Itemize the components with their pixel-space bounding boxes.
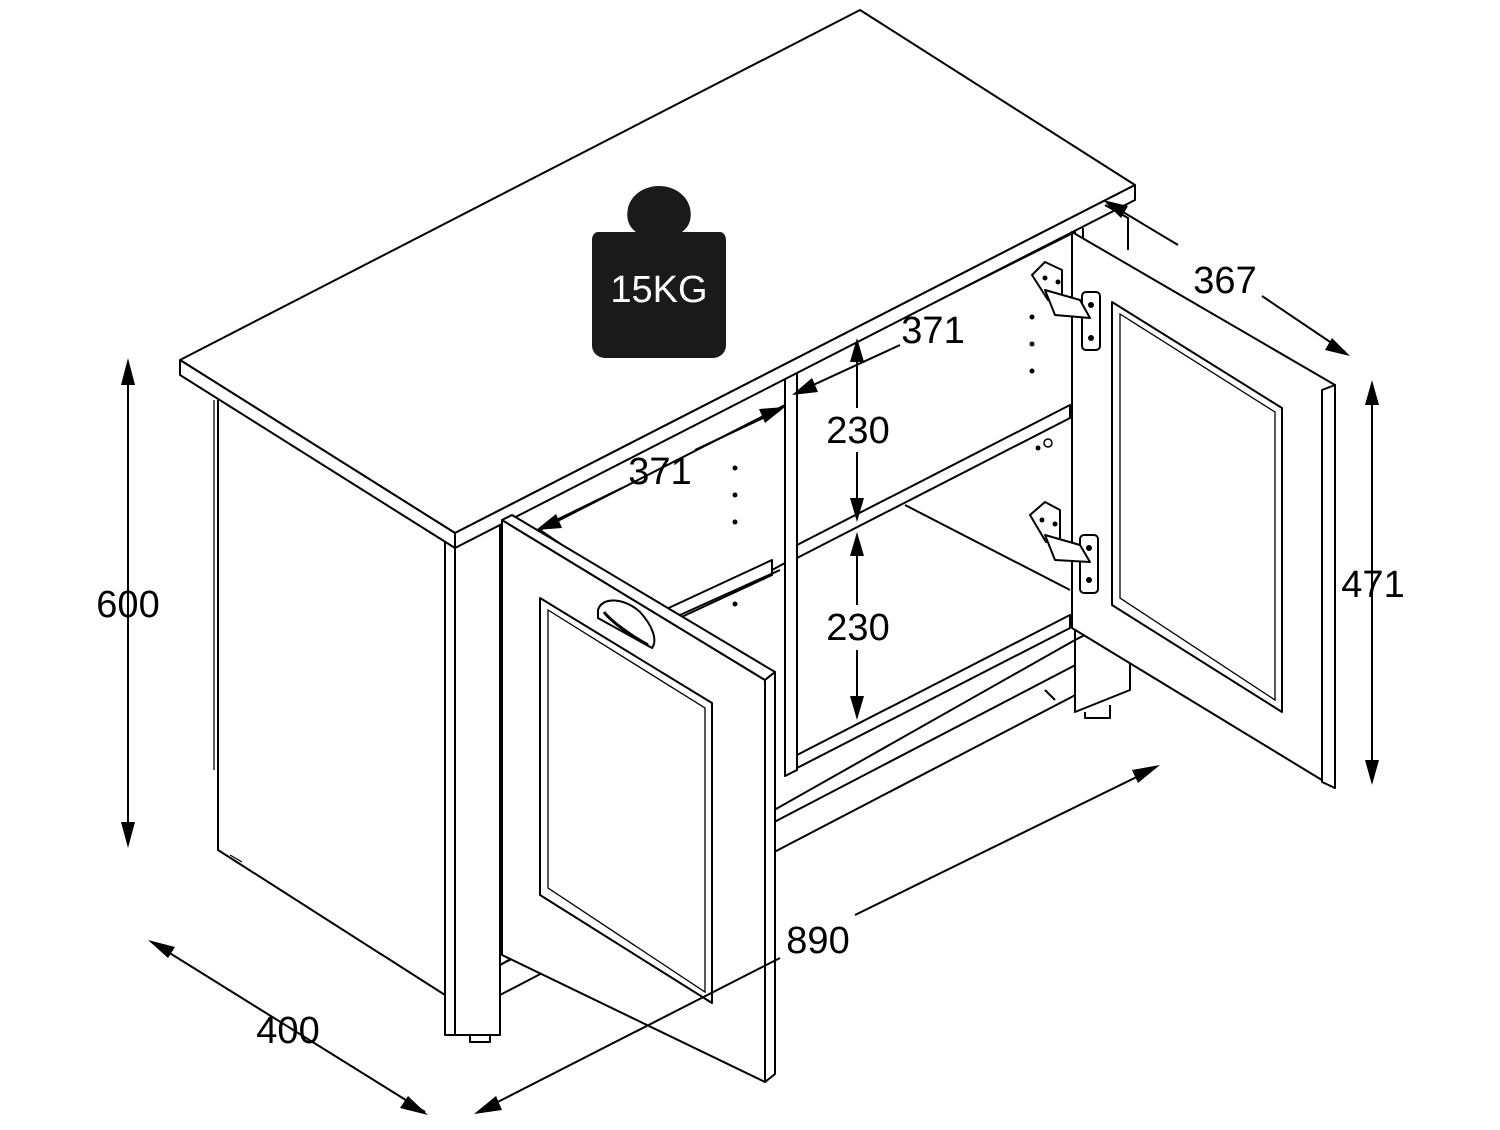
dimension-lines — [121, 200, 1379, 1115]
upper-compartment-height-label: 230 — [826, 410, 889, 452]
total-height-label: 600 — [96, 584, 159, 626]
cup-handle-icon — [597, 599, 656, 650]
front-left-leg — [444, 511, 501, 1036]
right-door-panel — [1111, 301, 1283, 713]
left-door — [501, 514, 776, 1083]
right-door-side-edge — [1321, 384, 1336, 789]
weight-label: 15KG — [610, 269, 707, 311]
right-shelf — [796, 404, 1071, 559]
lower-shelf-depth-label: 371 — [628, 451, 691, 493]
width-label: 890 — [786, 920, 849, 962]
right-top-depth-label: 367 — [1193, 260, 1256, 302]
right-door — [1029, 231, 1336, 789]
left-door-side-edge — [764, 671, 776, 1083]
door-height-label: 471 — [1341, 564, 1404, 606]
upper-shelf-depth-label: 371 — [901, 310, 964, 352]
weight-icon: 15KG — [592, 186, 726, 358]
depth-label: 400 — [256, 1010, 319, 1052]
right-bottom-panel — [796, 614, 1071, 769]
lower-compartment-height-label: 230 — [826, 607, 889, 649]
shelf-pin-holes — [732, 314, 1053, 607]
dimension-labels: 600 400 890 471 367 371 371 230 230 — [96, 260, 1404, 1052]
top-side-edge — [454, 184, 1136, 549]
hinge-icon — [1029, 501, 1099, 594]
hinge-icon — [1031, 261, 1101, 351]
left-door-panel — [539, 597, 713, 1004]
center-divider — [784, 371, 798, 777]
